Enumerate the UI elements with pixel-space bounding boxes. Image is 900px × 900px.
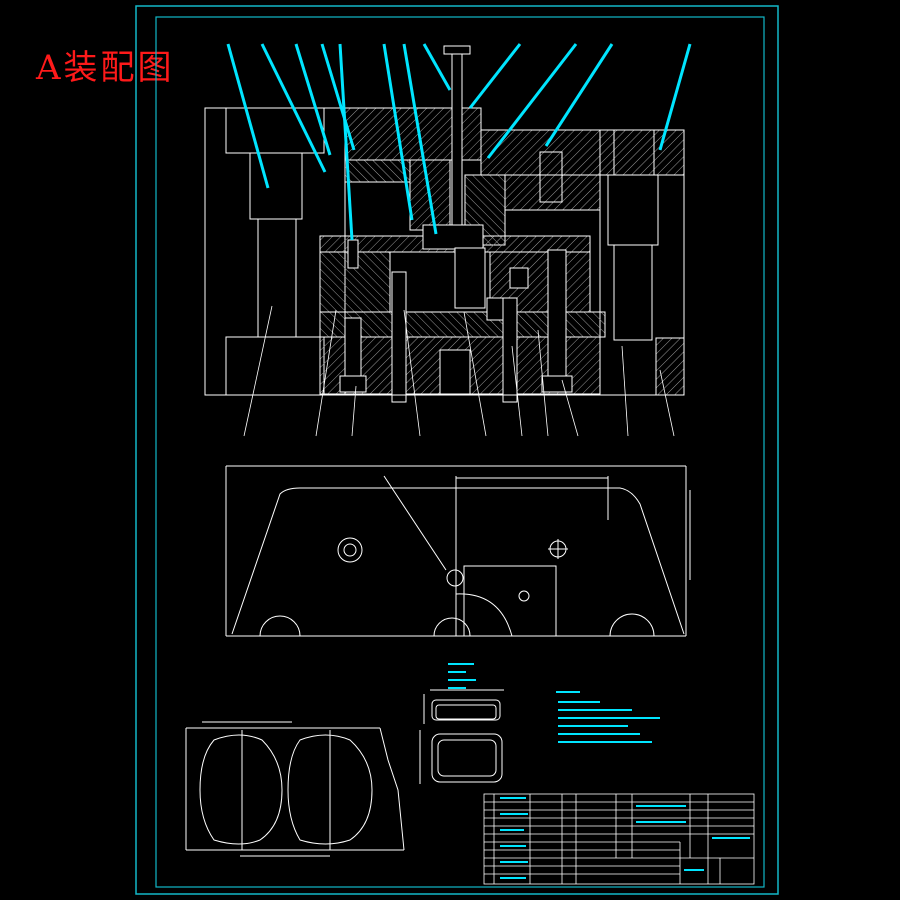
inner-frame [155,16,765,888]
part-view [419,689,504,784]
technical-notes [556,691,660,743]
plan-view [225,465,691,637]
balloon-leaders-bottom [243,305,675,437]
strip-layout-view [185,721,405,857]
assembly-section-view [204,45,685,403]
title-block [483,793,755,885]
drawing-title: A装配图 [36,48,175,88]
part-notes [448,663,476,689]
balloon-leaders-top [226,43,692,241]
outer-frame [135,5,779,895]
title-block-text [500,797,750,879]
